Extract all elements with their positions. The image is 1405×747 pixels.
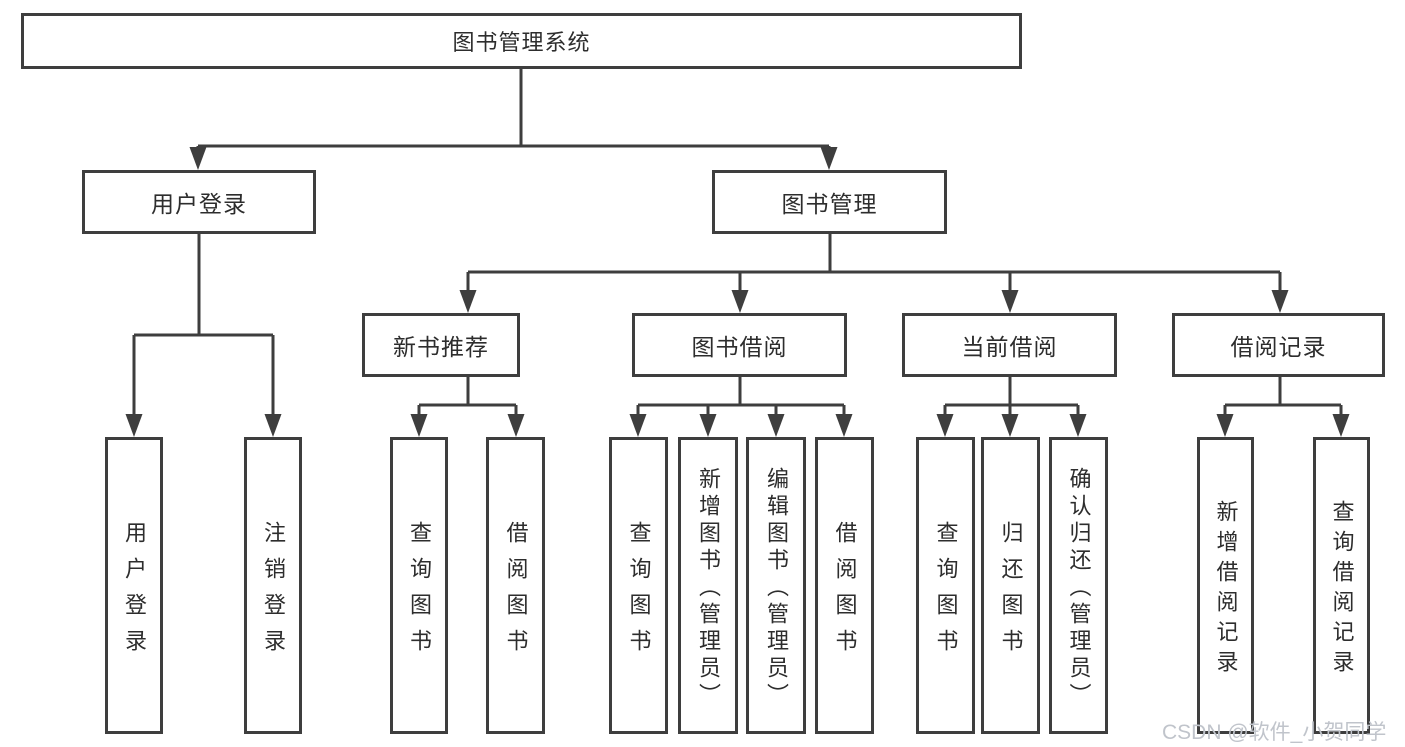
leaf-edit-books-admin: 编辑图书（管理员） [746,437,806,734]
leaf-label: 新增图书（管理员） [696,466,721,710]
leaf-label: 查询借阅记录 [1329,499,1355,680]
arrowhead-icon [1001,290,1019,313]
leaf-label: 用户登录 [122,520,147,665]
arrowhead-icon [507,414,525,437]
leaf-borrow-books-recommend: 借阅图书 [486,437,545,734]
leaf-label: 借阅图书 [503,520,529,665]
leaf-label: 查询图书 [933,520,959,665]
node-book-management: 图书管理 [712,170,947,234]
leaf-label: 编辑图书（管理员） [764,466,789,710]
node-label: 图书管理系统 [452,30,591,55]
connector-book-management-to-level3 [459,233,1289,313]
leaf-query-books-recommend: 查询图书 [390,437,448,734]
leaf-borrow-books: 借阅图书 [815,437,874,734]
connector-current-borrow-to-leaves [936,376,1087,437]
leaf-label: 借阅图书 [832,520,858,665]
arrowhead-icon [936,414,954,437]
arrowhead-icon [699,414,717,437]
node-label: 当前借阅 [961,334,1058,360]
arrowhead-icon [1216,414,1234,437]
arrowhead-icon [1332,414,1350,437]
arrowhead-icon [125,414,143,437]
leaf-label: 归还图书 [998,520,1024,665]
leaf-label: 查询图书 [626,520,652,665]
arrowhead-icon [835,414,853,437]
node-new-book-recommend: 新书推荐 [362,313,520,377]
arrowhead-icon [820,147,838,170]
leaf-add-books-admin: 新增图书（管理员） [678,437,738,734]
connector-borrow-records-to-leaves [1216,376,1350,437]
arrowhead-icon [1001,414,1019,437]
leaf-user-login: 用户登录 [105,437,163,734]
node-current-borrow: 当前借阅 [902,313,1117,377]
connector-root-to-level2 [189,68,838,170]
node-borrow-records: 借阅记录 [1172,313,1385,377]
leaf-add-borrow-record: 新增借阅记录 [1197,437,1254,734]
leaf-query-books-current: 查询图书 [916,437,975,734]
leaf-label: 注销登录 [261,520,286,665]
node-label: 借阅记录 [1230,334,1327,360]
csdn-watermark: CSDN @软件_小贺同学 [1162,721,1387,744]
connector-new-book-to-leaves [410,376,525,437]
arrowhead-icon [1069,414,1087,437]
node-book-borrow: 图书借阅 [632,313,847,377]
leaf-return-books: 归还图书 [981,437,1040,734]
arrowhead-icon [767,414,785,437]
leaf-label: 查询图书 [407,520,432,665]
leaf-confirm-return-admin: 确认归还（管理员） [1049,437,1108,734]
arrowhead-icon [629,414,647,437]
leaf-label: 确认归还（管理员） [1066,466,1092,710]
leaf-logout: 注销登录 [244,437,302,734]
connector-user-login-to-leaves [125,233,282,437]
connector-book-borrow-to-leaves [629,376,853,437]
node-label: 新书推荐 [393,334,489,360]
arrowhead-icon [264,414,282,437]
node-label: 图书借阅 [691,334,788,360]
node-label: 图书管理 [781,191,878,217]
arrowhead-icon [731,290,749,313]
node-user-login: 用户登录 [82,170,316,234]
arrowhead-icon [1271,290,1289,313]
leaf-query-books-borrow: 查询图书 [609,437,668,734]
node-label: 用户登录 [151,191,247,217]
arrowhead-icon [189,147,207,170]
arrowhead-icon [410,414,428,437]
leaf-label: 新增借阅记录 [1213,499,1239,680]
node-library-system: 图书管理系统 [21,13,1022,69]
leaf-query-borrow-record: 查询借阅记录 [1313,437,1370,734]
arrowhead-icon [459,290,477,313]
